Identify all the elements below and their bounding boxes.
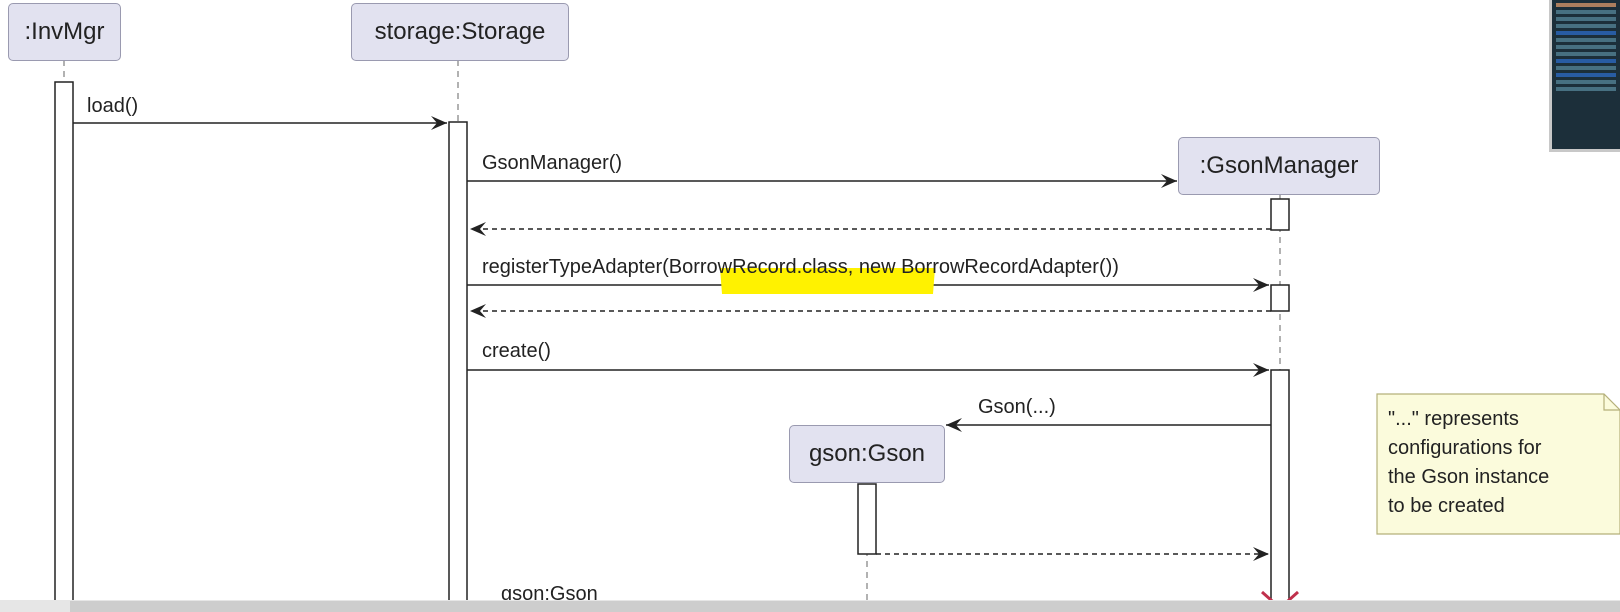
message-load: load() — [87, 95, 139, 117]
message-create: create() — [482, 340, 551, 362]
message-register-suffix: new BorrowRecordAdapter()) — [853, 256, 1119, 278]
note-fold — [1603, 394, 1620, 411]
thumbnail-line — [1556, 31, 1616, 35]
message-register-prefix: registerTypeAdapter(B — [482, 256, 683, 278]
note-line: the Gson instance — [1388, 466, 1550, 488]
activation-gsonmanager-1 — [1270, 198, 1290, 231]
note-line: configurations for — [1388, 437, 1542, 459]
activation-storage — [448, 121, 468, 603]
activation-gsonmanager-3 — [1270, 369, 1290, 603]
note-text: "..." represents configurations for the … — [1388, 405, 1549, 521]
message-gsonmanager-ctor: GsonManager() — [482, 152, 623, 174]
message-gson-ctor: Gson(...) — [978, 396, 1056, 418]
thumbnail-line — [1556, 45, 1616, 49]
thumbnail-line — [1556, 24, 1616, 28]
note-line: "..." represents — [1388, 408, 1519, 430]
activation-invmgr — [54, 81, 74, 603]
thumbnail-line — [1556, 80, 1616, 84]
participant-invmgr: :InvMgr — [8, 3, 121, 61]
activation-gsonmanager-2 — [1270, 284, 1290, 312]
thumbnail-line — [1556, 3, 1616, 7]
thumbnail-line — [1556, 10, 1616, 14]
thumbnail-line — [1556, 87, 1616, 91]
thumbnail-line — [1556, 73, 1616, 77]
participant-gson: gson:Gson — [789, 425, 945, 483]
message-register-highlight: orrowRecord.class, — [682, 256, 854, 278]
preview-thumbnail[interactable] — [1549, 0, 1620, 152]
thumbnail-line — [1556, 59, 1616, 63]
note-shape — [1376, 393, 1620, 535]
participant-storage: storage:Storage — [351, 3, 569, 61]
note-line: to be created — [1388, 495, 1505, 517]
participant-gsonmanager: :GsonManager — [1178, 137, 1380, 195]
horizontal-scrollbar-thumb[interactable] — [70, 601, 1620, 612]
activation-gson — [857, 483, 877, 555]
thumbnail-line — [1556, 38, 1616, 42]
thumbnail-line — [1556, 66, 1616, 70]
message-register: registerTypeAdapter(BorrowRecord.class, … — [482, 256, 1119, 279]
thumbnail-line — [1556, 17, 1616, 21]
message-return-gson: gson:Gson — [501, 583, 598, 605]
highlight-mark — [720, 268, 935, 294]
thumbnail-line — [1556, 52, 1616, 56]
